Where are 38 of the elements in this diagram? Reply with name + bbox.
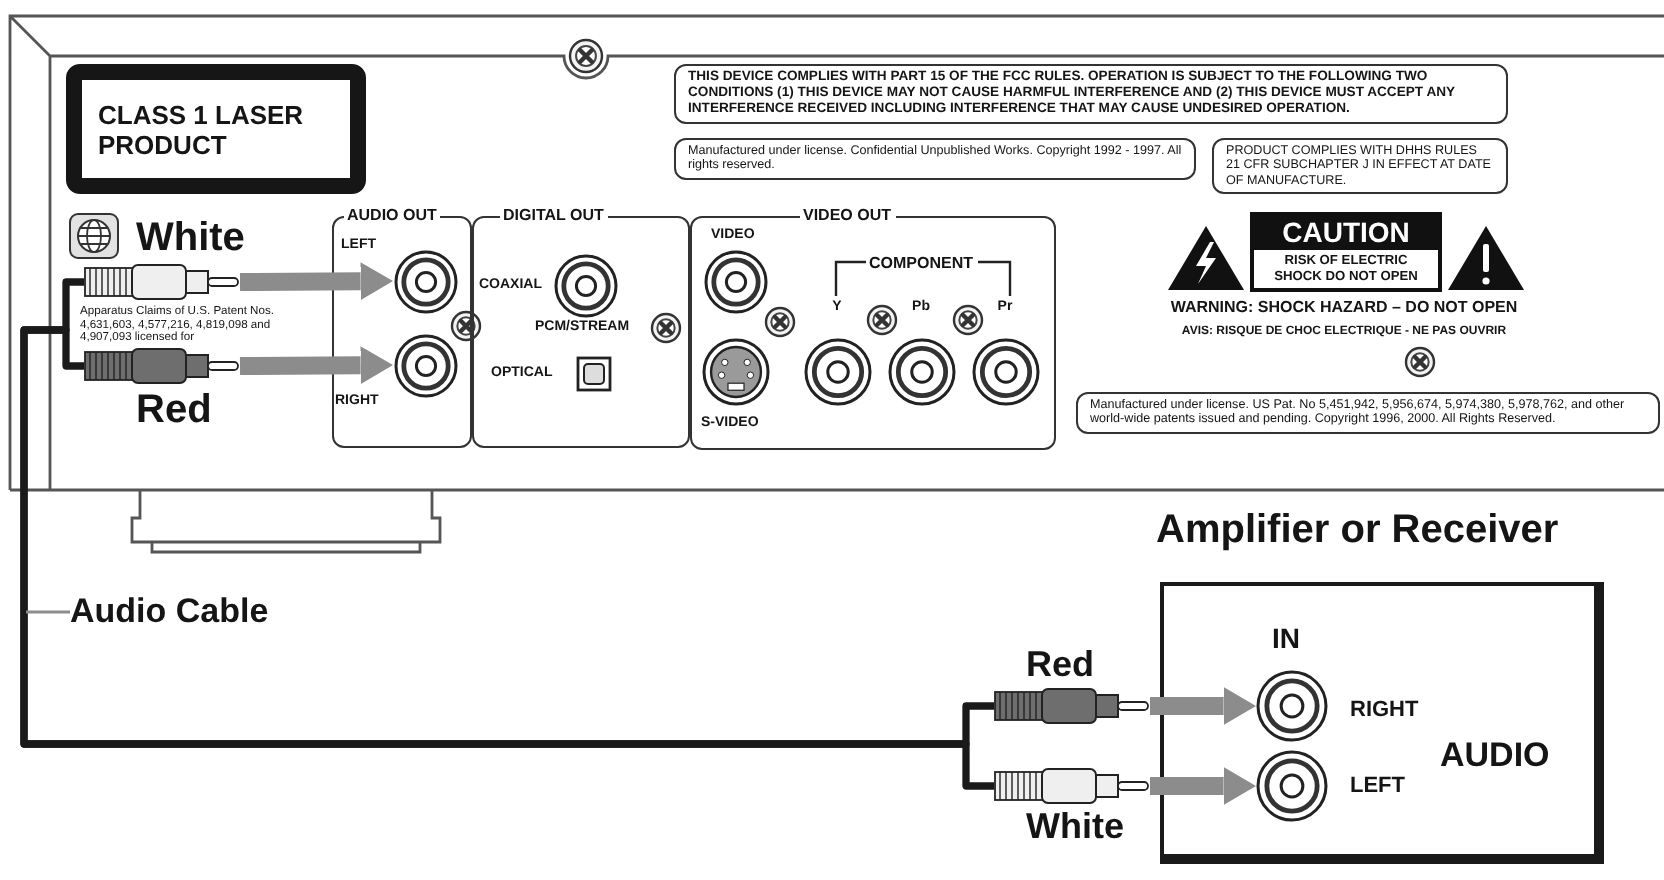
connection-arrow <box>1150 687 1256 725</box>
device-heading: Amplifier or Receiver <box>1156 508 1559 554</box>
leader-line <box>26 610 70 614</box>
warning-text: WARNING: SHOCK HAZARD – DO NOT OPEN <box>1170 298 1518 318</box>
laser-class-label: CLASS 1 LASER PRODUCT <box>66 64 366 194</box>
jack-group-label: IN <box>1272 622 1300 654</box>
optical-port-icon <box>575 355 611 391</box>
rca-jack-icon <box>1256 670 1328 742</box>
rca-jack-icon <box>887 337 955 405</box>
panel-heading: VIDEO OUT <box>799 205 896 225</box>
rca-jack-icon <box>703 249 767 313</box>
rca-jack-icon <box>971 337 1039 405</box>
callout-label: Audio Cable <box>70 592 269 632</box>
plug-label: Red <box>136 388 212 432</box>
connection-arrow <box>1150 767 1256 805</box>
rca-plug-icon <box>994 688 1150 724</box>
bracket-label: COMPONENT <box>865 253 977 273</box>
jack-group-label: AUDIO <box>1440 736 1550 774</box>
plug-label: White <box>136 216 245 260</box>
rca-jack-icon <box>1256 750 1328 822</box>
plug-label: Red <box>1026 644 1095 684</box>
rca-plug-icon <box>994 768 1150 804</box>
caution-heading: CAUTION <box>1254 216 1438 250</box>
connection-arrow <box>239 346 393 385</box>
jack-label: LEFT <box>1350 774 1405 800</box>
rca-jack-icon <box>553 253 617 317</box>
rca-plug-icon <box>84 348 240 384</box>
rca-jack-icon <box>393 333 457 397</box>
panel-heading: AUDIO OUT <box>343 205 441 225</box>
rca-plug-icon <box>84 264 240 300</box>
rca-jack-icon <box>393 249 457 313</box>
connection-arrow <box>239 262 393 301</box>
s-video-port-icon <box>701 337 769 405</box>
rca-jack-icon <box>803 337 871 405</box>
caution-label <box>1250 212 1442 292</box>
panel-heading: DIGITAL OUT <box>499 205 608 225</box>
plug-label: White <box>1026 806 1124 846</box>
jack-label: RIGHT <box>1350 698 1419 724</box>
